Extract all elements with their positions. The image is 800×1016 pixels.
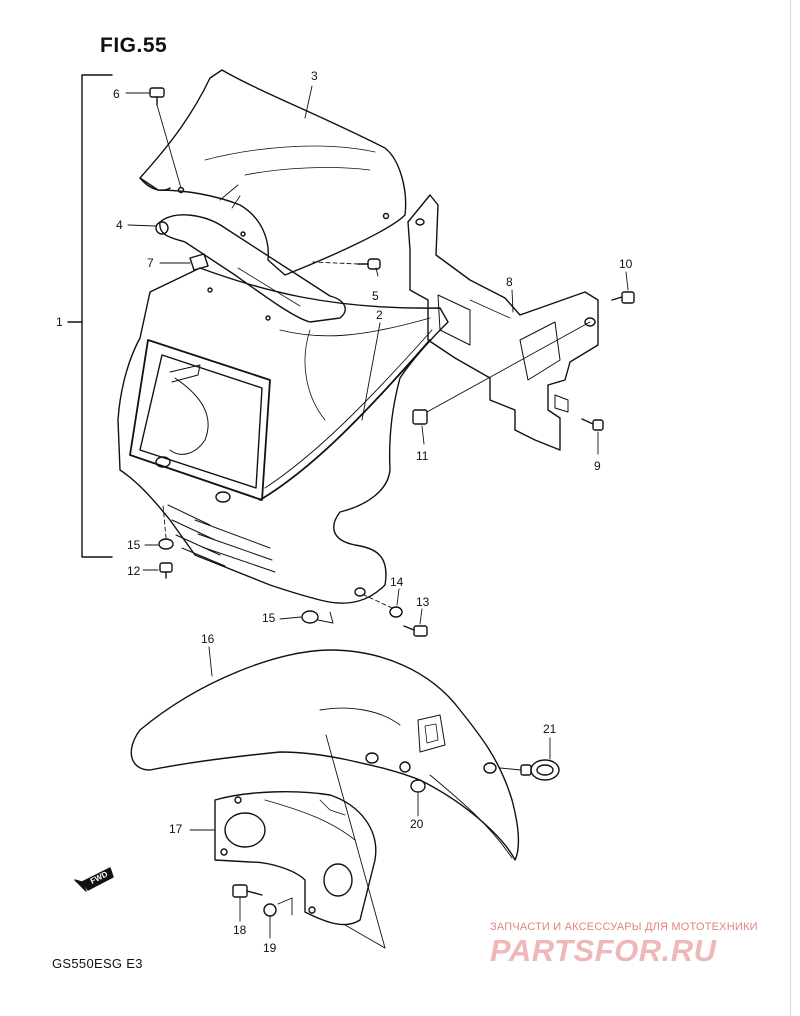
screw-12	[159, 562, 173, 579]
bolt-18	[232, 884, 263, 898]
callout-7: 7	[147, 256, 154, 270]
washer-20	[410, 779, 426, 793]
upper-stay-part	[155, 214, 346, 323]
washer-19	[263, 897, 293, 917]
screw-6	[149, 87, 165, 106]
callout-10: 10	[619, 257, 633, 271]
headlight-cowl-part	[117, 267, 449, 604]
grommet-15-lower	[301, 610, 334, 624]
callout-12: 12	[127, 564, 141, 578]
front-fender-part	[130, 649, 520, 861]
watermark-tagline: ЗАПЧАСТИ И АКСЕССУАРЫ ДЛЯ МОТОТЕХНИКИ	[490, 921, 758, 933]
callout-15-upper: 15	[127, 538, 141, 552]
callout-8: 8	[506, 275, 513, 289]
watermark-brand: PARTSFOR.RU	[490, 933, 717, 968]
nut-7	[189, 253, 209, 271]
callout-11: 11	[416, 449, 429, 463]
screw-5	[357, 258, 381, 270]
nut-11	[412, 321, 591, 425]
callout-3: 3	[311, 69, 318, 83]
callout-14: 14	[390, 575, 404, 589]
callout-9: 9	[594, 459, 601, 473]
reflector-21	[499, 759, 560, 781]
callout-1: 1	[56, 315, 63, 329]
callout-15-lower: 15	[262, 611, 276, 625]
model-code: GS550ESG E3	[52, 956, 143, 971]
callout-17: 17	[169, 822, 183, 836]
page-frame-edge	[790, 0, 791, 1016]
screw-9	[581, 418, 604, 431]
callout-20: 20	[410, 817, 424, 831]
callout-4: 4	[116, 218, 123, 232]
washer-14	[389, 606, 403, 618]
screw-13	[403, 625, 428, 637]
windscreen-part	[139, 69, 407, 276]
callout-21: 21	[543, 722, 557, 736]
callout-5: 5	[372, 289, 379, 303]
callout-19: 19	[263, 941, 277, 955]
grommet-15-upper	[158, 504, 174, 550]
forward-arrow-icon: FWD	[74, 867, 114, 892]
callout-6: 6	[113, 87, 120, 101]
callout-13: 13	[416, 595, 430, 609]
callout-leaders	[125, 85, 629, 939]
figure-title: FIG.55	[100, 34, 168, 57]
fender-brace-part	[214, 734, 386, 949]
callout-18: 18	[233, 923, 247, 937]
bolt-10	[611, 291, 635, 304]
callout-2: 2	[376, 308, 383, 322]
assembly-bracket-1	[67, 74, 113, 558]
cowl-bracket-part	[407, 194, 599, 451]
callout-16: 16	[201, 632, 215, 646]
